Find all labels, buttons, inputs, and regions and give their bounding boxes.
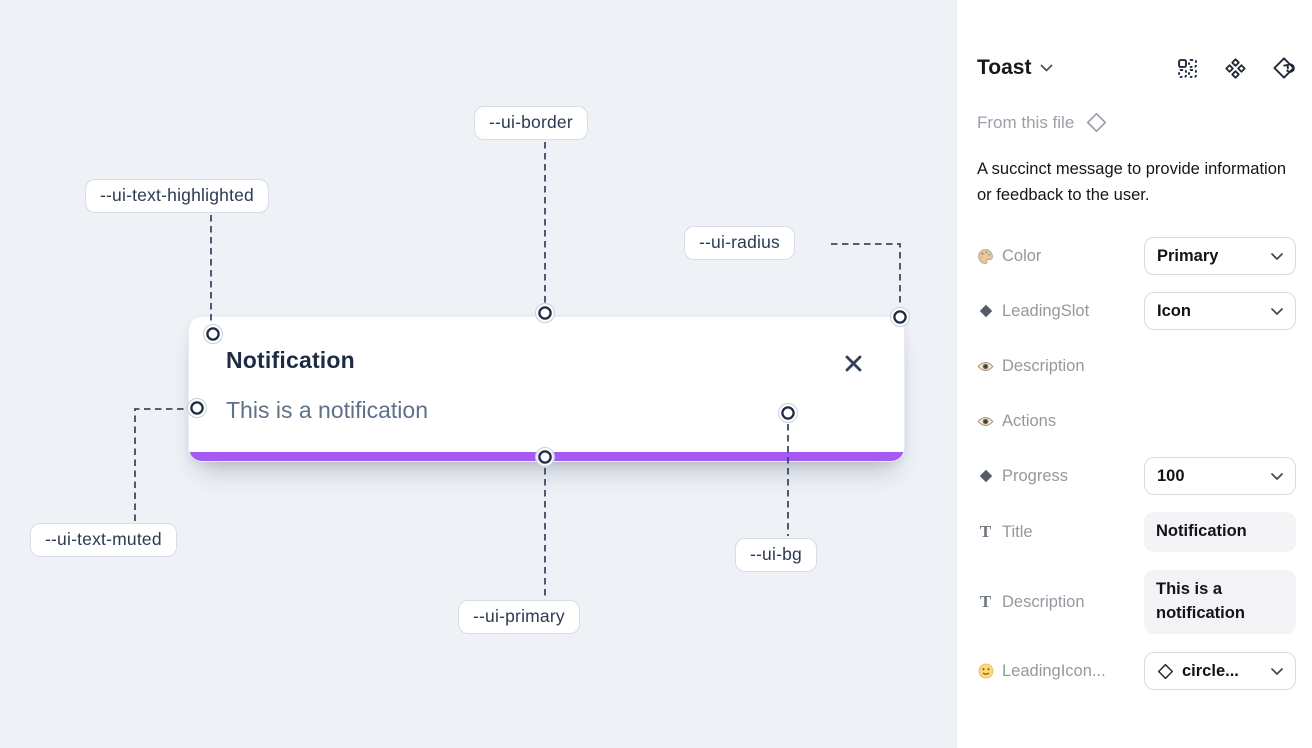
prop-label: Description [1002, 356, 1085, 375]
color-select[interactable]: Primary [1144, 237, 1296, 276]
panel-header: Toast [977, 56, 1296, 80]
prop-row-description-text: T Description This is a notification [977, 569, 1296, 635]
component-description: A succinct message to provide informatio… [977, 160, 1287, 204]
connector-line [831, 243, 901, 307]
header-icons [1176, 56, 1296, 80]
prop-row-description-toggle: Description [977, 347, 1296, 391]
prop-label: Description [1002, 592, 1085, 611]
connector-line [134, 408, 186, 521]
prop-row-color: Color Primary [977, 237, 1296, 276]
toast-progress-bar [189, 452, 904, 461]
chevron-down-icon [1271, 472, 1283, 480]
design-canvas[interactable]: Notification This is a notification [0, 0, 956, 748]
prop-row-actions-toggle: Actions [977, 402, 1296, 446]
smiley-icon [977, 663, 994, 679]
prop-label: Progress [1002, 466, 1069, 485]
prop-row-leadingicon: LeadingIcon... circle... [977, 652, 1296, 691]
chevron-down-icon[interactable] [1040, 64, 1053, 72]
source-label: From this file [977, 112, 1075, 132]
progress-select[interactable]: 100 [1144, 457, 1296, 496]
annotation-ui-text-highlighted: --ui-text-highlighted [85, 179, 269, 213]
palette-icon [977, 248, 994, 265]
annotation-ui-primary: --ui-primary [458, 600, 580, 634]
close-icon [845, 355, 861, 371]
annotation-ui-radius: --ui-radius [684, 226, 795, 260]
prop-label: Color [1002, 246, 1042, 265]
prop-row-title: T Title Notification [977, 512, 1296, 553]
description-field[interactable]: This is a notification [1144, 570, 1296, 634]
title-field[interactable]: Notification [1144, 512, 1296, 553]
source-row: From this file [977, 111, 1296, 134]
toast-title: Notification [226, 347, 355, 373]
text-icon: T [979, 592, 992, 612]
properties-panel: Toast [956, 0, 1312, 748]
toast-description: This is a notification [226, 397, 428, 423]
component-title[interactable]: Toast [977, 56, 1032, 79]
prop-row-leadingslot: LeadingSlot Icon [977, 292, 1296, 331]
prop-label: Title [1002, 522, 1033, 541]
eye-icon [977, 415, 994, 428]
swap-instance-icon[interactable] [1176, 57, 1199, 80]
prop-label: LeadingSlot [1002, 301, 1090, 320]
chevron-down-icon [1271, 307, 1283, 315]
eye-icon [977, 360, 994, 373]
leadingicon-select[interactable]: circle... [1144, 652, 1296, 691]
prop-label: LeadingIcon... [1002, 661, 1106, 680]
prop-label: Actions [1002, 411, 1057, 430]
component-diamond-icon [1087, 112, 1107, 133]
variants-icon[interactable] [1224, 57, 1247, 80]
text-icon: T [979, 522, 992, 542]
diamond-icon [977, 469, 994, 483]
annotation-ui-text-muted: --ui-text-muted [30, 523, 177, 557]
annotation-ui-border: --ui-border [474, 106, 588, 140]
leadingslot-select[interactable]: Icon [1144, 292, 1296, 331]
chevron-down-icon [1271, 252, 1283, 260]
props-list: Color Primary LeadingSlot [977, 237, 1296, 691]
chevron-down-icon [1271, 667, 1283, 675]
close-button[interactable] [840, 350, 866, 376]
toast-component[interactable]: Notification This is a notification [188, 316, 905, 462]
prop-row-progress: Progress 100 [977, 457, 1296, 496]
diamond-icon [977, 304, 994, 318]
component-diamond-icon [1157, 663, 1174, 680]
annotation-ui-bg: --ui-bg [735, 538, 817, 572]
go-to-main-component-icon[interactable] [1272, 56, 1296, 80]
